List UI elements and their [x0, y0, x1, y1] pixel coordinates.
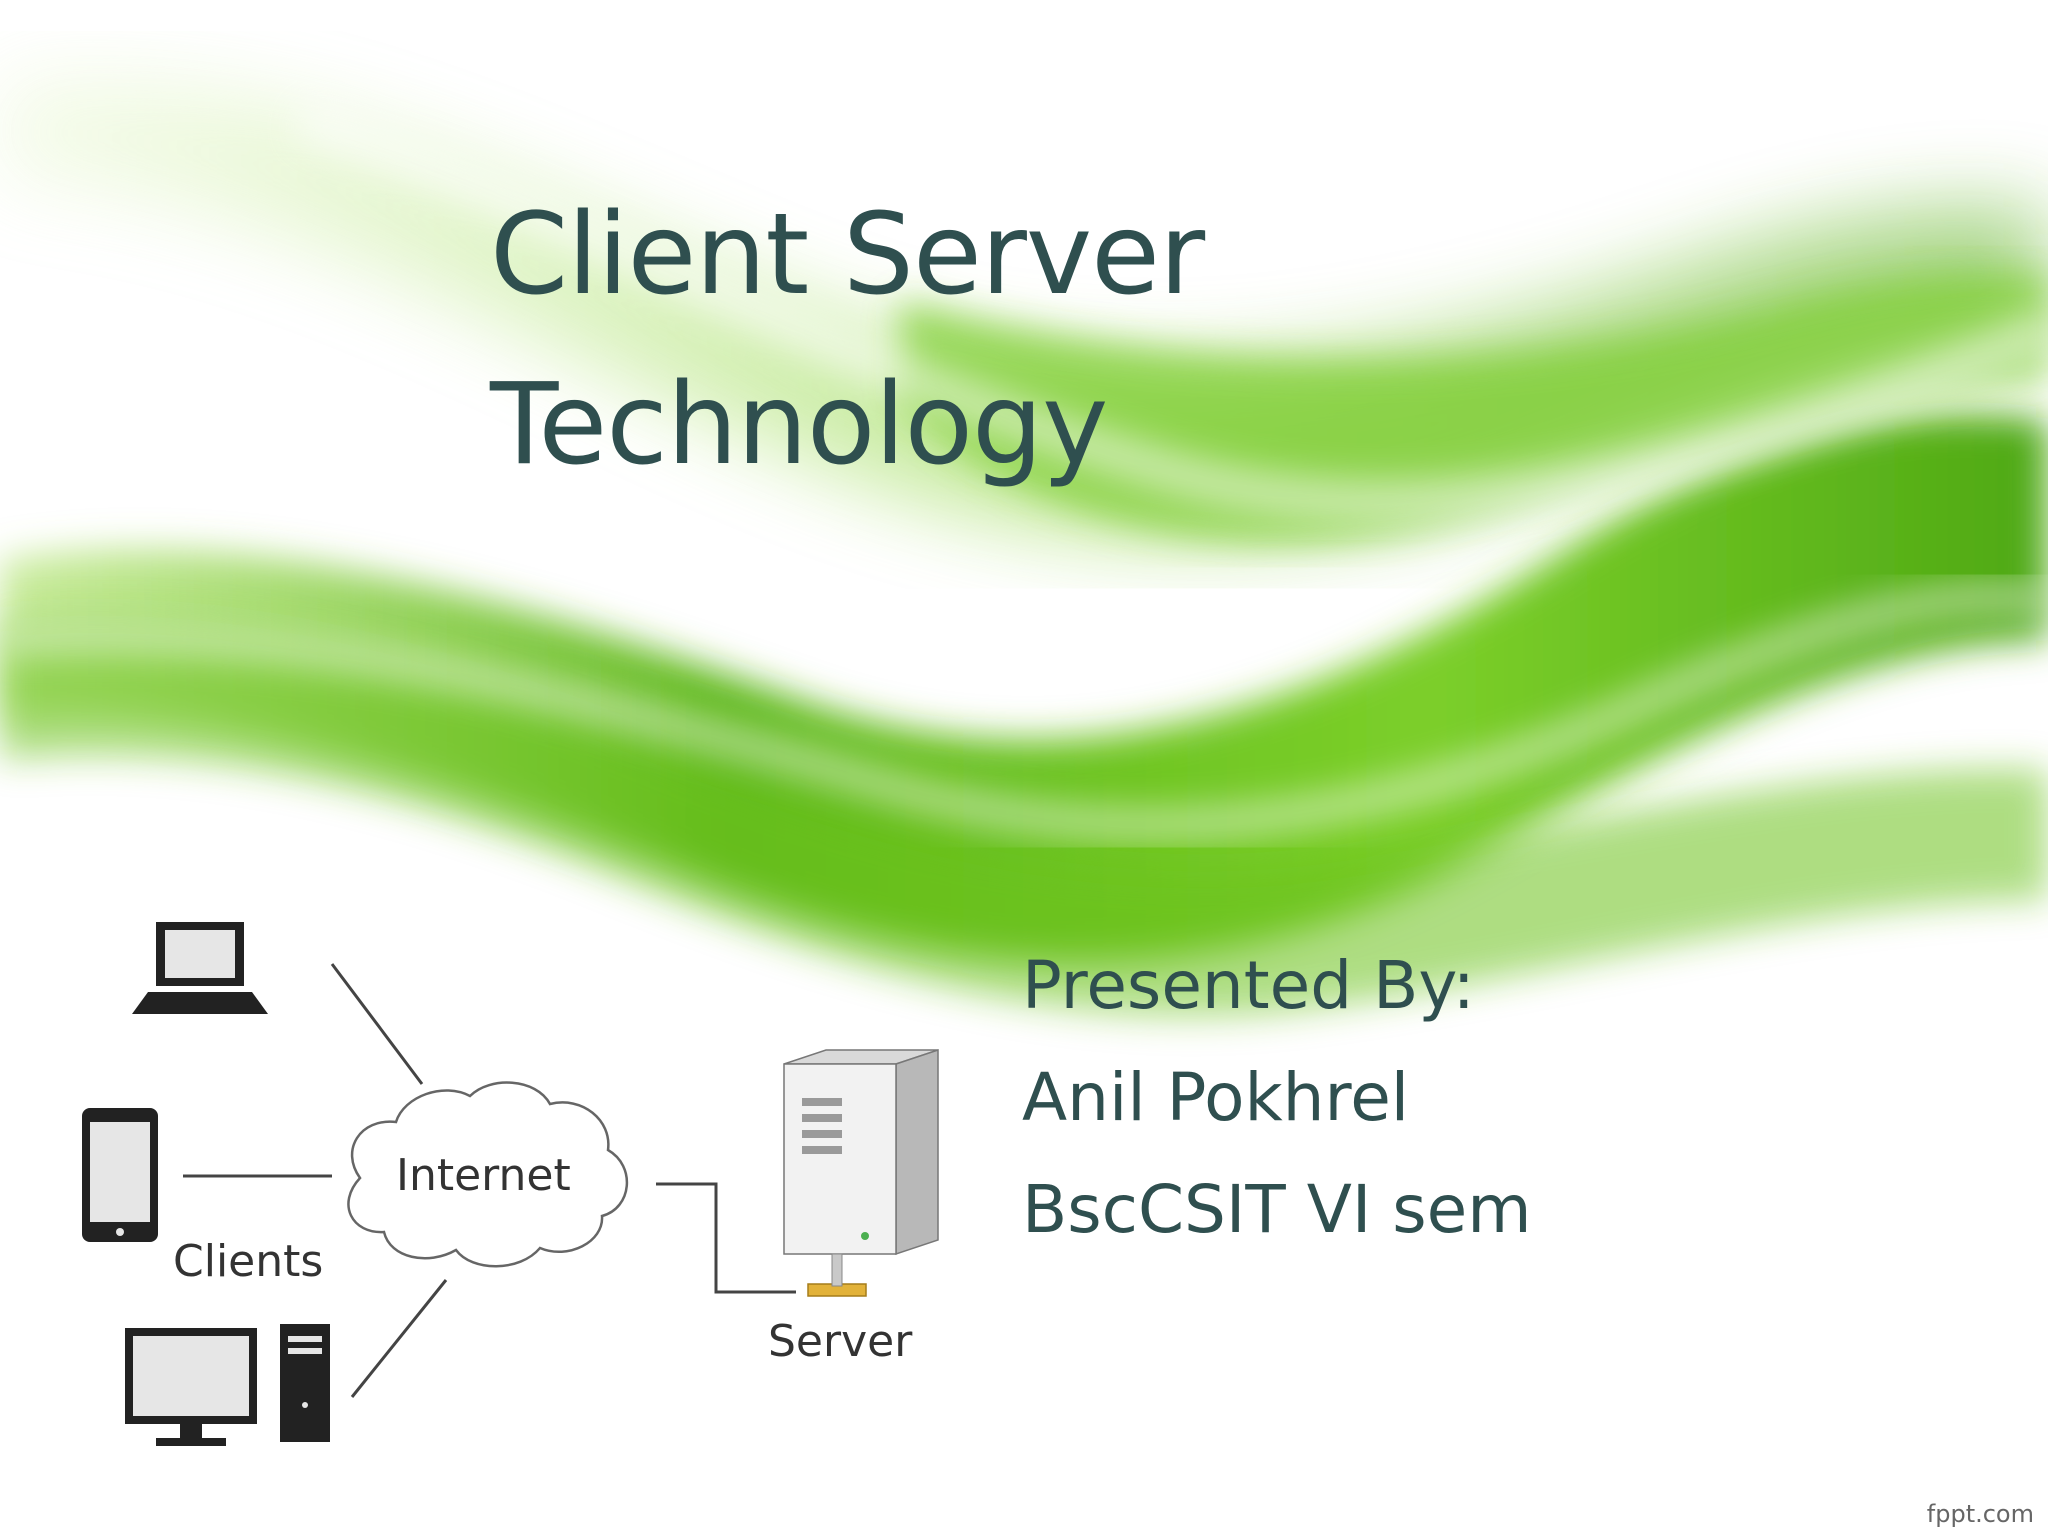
server-connector	[656, 1182, 796, 1294]
presenter-course: BscCSIT VI sem	[1022, 1171, 1532, 1248]
phone-icon	[82, 1108, 158, 1242]
internet-label: Internet	[396, 1150, 571, 1201]
server-label: Server	[768, 1316, 913, 1367]
presenter-block: Presented By: Anil Pokhrel BscCSIT VI se…	[1022, 930, 1822, 1266]
title-line-1: Client Server	[490, 190, 1205, 320]
cloud-icon	[347, 1081, 629, 1268]
clients-label: Clients	[173, 1236, 323, 1287]
title-line-2: Technology	[490, 360, 1108, 490]
laptop-icon	[132, 922, 268, 1014]
laptop-connector	[330, 963, 424, 1085]
desktop-icon	[125, 1324, 330, 1446]
slide-title: Client Server Technology	[490, 170, 1390, 510]
presented-by-label: Presented By:	[1022, 947, 1475, 1024]
server-icon	[783, 1048, 939, 1297]
presenter-name: Anil Pokhrel	[1022, 1059, 1410, 1136]
desktop-connector	[350, 1279, 448, 1398]
fppt-watermark: fppt.com	[1926, 1500, 2034, 1528]
client-server-diagram: Internet Clients Server	[82, 922, 939, 1446]
